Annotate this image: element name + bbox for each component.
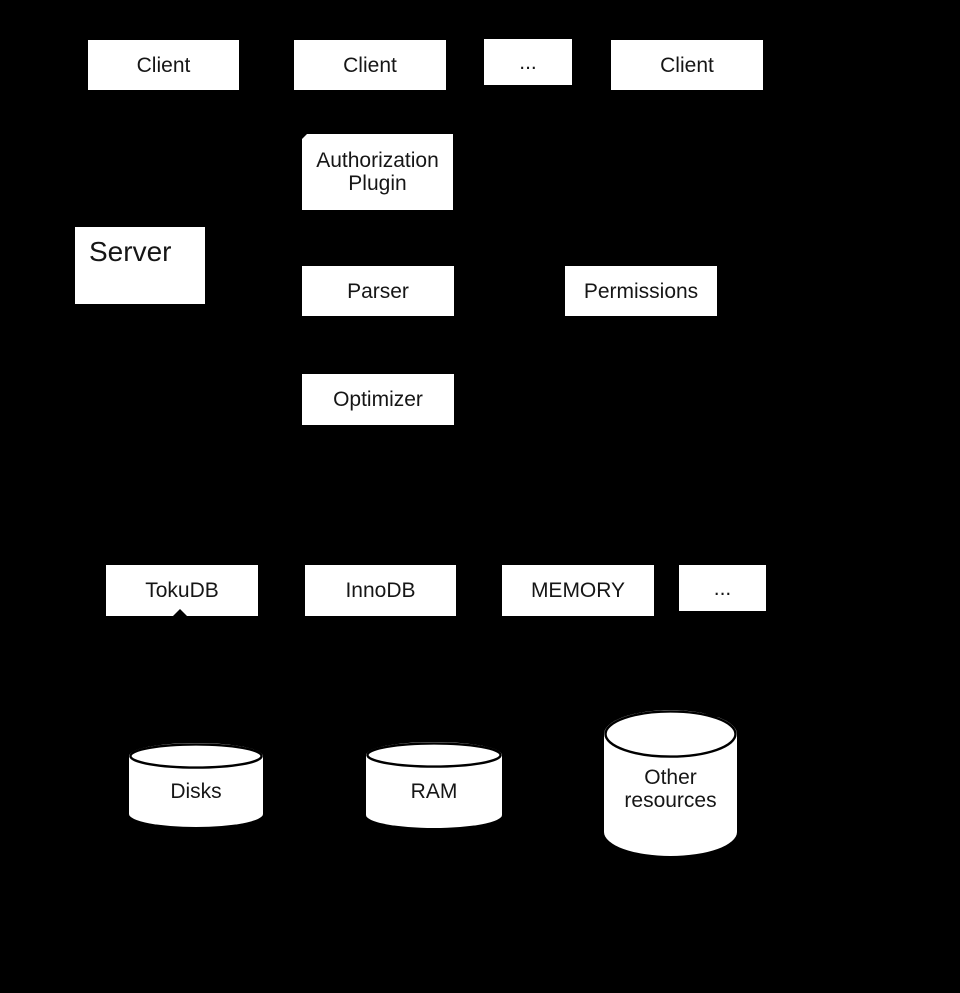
other-resources-cylinder	[604, 710, 737, 856]
memory-box: MEMORY	[502, 565, 654, 616]
client-box-1: Client	[88, 40, 239, 90]
innodb-box: InnoDB	[305, 565, 456, 616]
clients-ellipsis-box: ...	[484, 39, 572, 85]
database-cylinder-shape	[129, 743, 263, 827]
database-cylinder-shape	[366, 742, 502, 828]
server-box: Server	[75, 227, 205, 304]
engines-ellipsis-box: ...	[679, 565, 766, 611]
database-cylinder-shape	[604, 710, 737, 856]
ram-cylinder	[366, 742, 502, 828]
arrowhead-mark-tokudb	[173, 609, 187, 616]
permissions-box: Permissions	[565, 266, 717, 316]
parser-box: Parser	[302, 266, 454, 316]
tokudb-box: TokuDB	[106, 565, 258, 616]
arrowhead-mark-auth-plugin	[302, 134, 307, 139]
disks-cylinder	[129, 743, 263, 827]
client-box-2: Client	[294, 40, 446, 90]
client-box-3: Client	[611, 40, 763, 90]
authorization-plugin-box: Authorization Plugin	[302, 134, 453, 210]
optimizer-box: Optimizer	[302, 374, 454, 425]
